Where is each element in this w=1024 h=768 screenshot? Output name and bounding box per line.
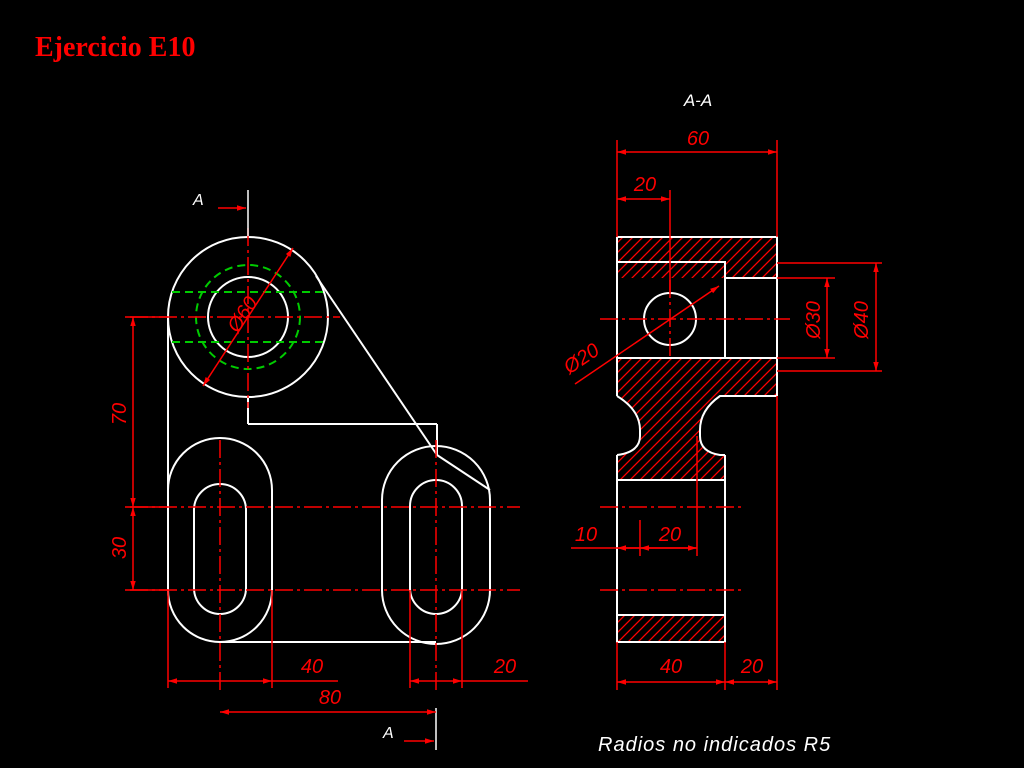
front-dimensions (125, 247, 528, 715)
dim-section-offset: 20 (633, 174, 656, 196)
cut-label-top: A (192, 192, 204, 209)
dim-bottom-width: 40 (660, 656, 682, 678)
dim-boss-inner-diameter: Ø30 (803, 301, 825, 340)
dim-section-width: 60 (687, 128, 709, 150)
dim-right-offset: 20 (493, 656, 516, 678)
radius-note: Radios no indicados R5 (598, 734, 831, 756)
dim-slot-spacing: 40 (301, 656, 323, 678)
dim-boss-diameter: Ø60 (223, 293, 263, 338)
dim-left-offset: 10 (575, 524, 597, 546)
dim-hole-diameter: Ø20 (559, 339, 603, 379)
dim-slot-width: 20 (658, 524, 681, 546)
cut-line-a (247, 190, 437, 750)
dim-height-upper: 70 (109, 403, 131, 425)
section-dimensions (571, 140, 882, 690)
section-label: A-A (683, 91, 712, 110)
dim-bottom-right: 20 (740, 656, 763, 678)
page-title: Ejercicio E10 (35, 32, 196, 63)
cut-label-bottom: A (382, 725, 394, 742)
cut-arrows (218, 205, 434, 744)
front-outline (167, 236, 491, 646)
section-view: A-A (559, 91, 882, 690)
front-view: A A Ø60 70 30 40 (109, 190, 528, 750)
dim-boss-outer-diameter: Ø40 (851, 301, 873, 340)
dim-height-lower: 30 (109, 537, 131, 559)
dim-total-width: 80 (319, 687, 341, 709)
